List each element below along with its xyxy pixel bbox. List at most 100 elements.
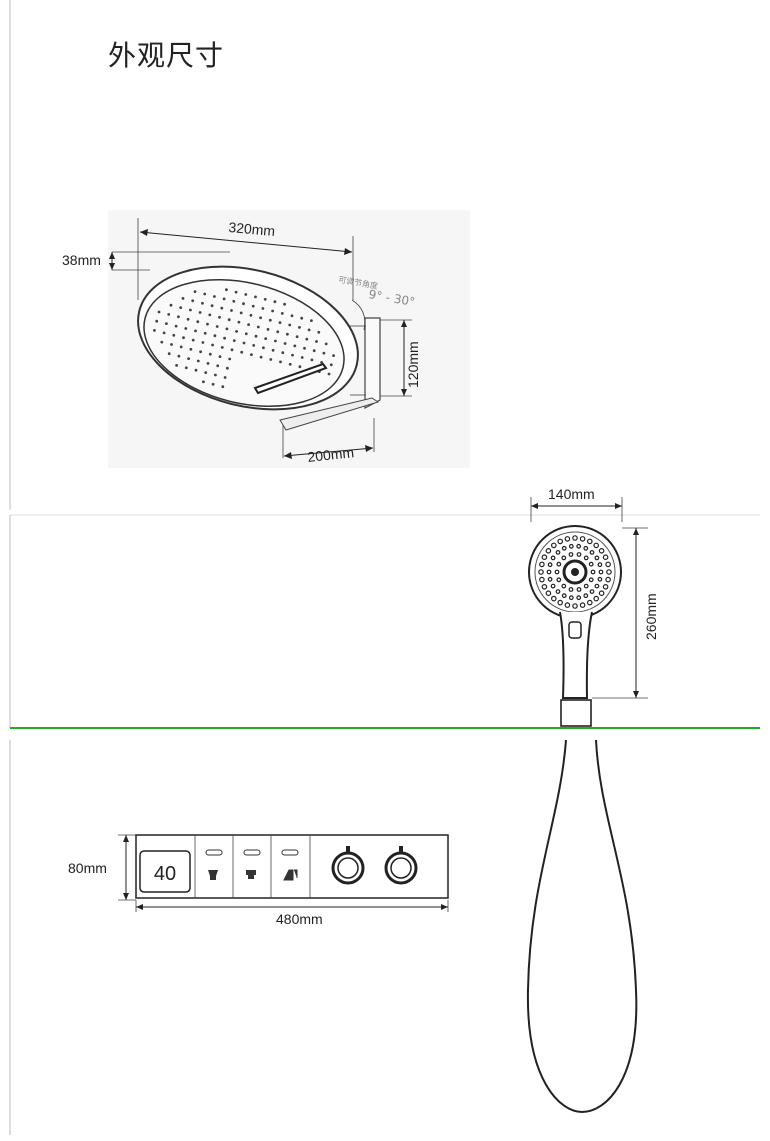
- nozzle-dot: [295, 335, 299, 339]
- button-indicator-1: [205, 849, 223, 856]
- nozzle-dot: [230, 309, 233, 312]
- shower-nozzles: [153, 288, 335, 389]
- hand-nozzle-dot: [594, 555, 600, 561]
- hand-nozzle-dot: [579, 602, 586, 608]
- nozzle-dot: [273, 300, 277, 304]
- nozzle-dot: [234, 290, 238, 294]
- nozzle-dot: [254, 334, 258, 338]
- nozzle-dot: [247, 323, 251, 326]
- nozzle-dot: [237, 320, 241, 324]
- hose-connector: [560, 699, 592, 727]
- nozzle-dot: [274, 339, 277, 343]
- temperature-display-value: 40: [154, 863, 176, 885]
- nozzle-dot: [271, 348, 275, 352]
- nozzle-dot: [160, 340, 164, 344]
- nozzle-dot: [251, 304, 255, 308]
- nozzle-dot: [187, 357, 191, 360]
- nozzle-dot: [268, 318, 272, 322]
- nozzle-dot: [227, 318, 231, 322]
- nozzle-dot: [215, 325, 219, 328]
- hand-nozzle-dot: [568, 595, 574, 601]
- nozzle-dot: [232, 299, 236, 303]
- nozzle-dot: [184, 366, 188, 370]
- nozzle-dot: [315, 340, 318, 343]
- hand-nozzle-dot: [588, 561, 594, 567]
- nozzle-dot: [293, 344, 297, 348]
- hand-nozzle-dot: [597, 576, 603, 582]
- nozzle-dot: [218, 315, 221, 319]
- hand-nozzle-dot: [590, 569, 596, 575]
- hand-nozzle-dot: [583, 555, 589, 561]
- nozzle-dot: [170, 343, 173, 346]
- nozzle-dot: [281, 351, 285, 355]
- hand-nozzle-dot: [547, 576, 553, 582]
- nozzle-dot: [279, 360, 282, 364]
- nozzle-dot: [262, 346, 265, 350]
- nozzle-dot: [263, 297, 267, 301]
- nozzle-dot: [232, 339, 236, 342]
- hand-shower-icon: [208, 870, 218, 880]
- nozzle-dot: [225, 327, 229, 331]
- nozzle-dot: [288, 362, 292, 366]
- nozzle-dot: [211, 343, 215, 347]
- nozzle-dot: [157, 310, 161, 314]
- nozzle-dot: [202, 380, 205, 384]
- hand-nozzle-dot: [593, 595, 600, 602]
- nozzle-dot: [259, 316, 262, 320]
- nozzle-dot: [175, 364, 179, 367]
- nozzle-dot: [194, 368, 198, 372]
- nozzle-dot: [189, 347, 193, 351]
- button-indicator-2: [243, 849, 261, 856]
- nozzle-dot: [288, 323, 292, 327]
- hand-nozzle-dot: [605, 576, 611, 583]
- nozzle-dot: [254, 295, 257, 299]
- base-plate: [279, 397, 380, 431]
- nozzle-dot: [259, 355, 263, 359]
- top-shower-drawing: 320mm 38mm 120mm 200mm 可调节角度 9° - 30°: [62, 210, 470, 468]
- hand-nozzle-dot: [568, 587, 574, 592]
- nozzle-dot: [226, 366, 229, 370]
- hand-length-label: 260mm: [643, 593, 659, 640]
- nozzle-dot: [286, 332, 289, 336]
- hand-nozzle-dot: [588, 577, 594, 583]
- hand-nozzle-dot: [576, 543, 582, 549]
- nozzle-dot: [194, 329, 197, 333]
- nozzle-dot: [196, 359, 200, 363]
- nozzle-dot: [322, 351, 326, 355]
- nozzle-dot: [278, 321, 282, 324]
- hand-nozzle-dot: [576, 552, 582, 557]
- hand-nozzle-dot: [561, 545, 567, 551]
- hand-nozzle-dot: [593, 542, 600, 549]
- panel-width-label: 480mm: [276, 911, 323, 927]
- nozzle-dot: [290, 314, 294, 318]
- nozzle-dot: [244, 293, 248, 296]
- page-title: 外观尺寸: [108, 39, 225, 72]
- nozzle-dot: [155, 319, 159, 323]
- hand-nozzle-dot: [583, 593, 589, 599]
- spout-icon: [283, 869, 298, 881]
- nozzle-dot: [300, 356, 304, 359]
- hand-nozzle-dot: [564, 602, 571, 608]
- nozzle-dot: [223, 376, 227, 379]
- nozzle-dot: [206, 322, 209, 326]
- nozzle-dot: [252, 344, 256, 347]
- hand-nozzle-dot: [539, 561, 545, 568]
- nozzle-dot: [332, 354, 335, 357]
- nozzle-dot: [169, 303, 173, 307]
- nozzle-dot: [291, 353, 294, 357]
- nozzle-dot: [250, 353, 253, 356]
- nozzle-dot: [223, 336, 227, 340]
- nozzle-dot: [218, 355, 222, 358]
- nozzle-dot: [189, 308, 192, 312]
- nozzle-dot: [191, 338, 195, 342]
- hand-nozzle-dot: [539, 576, 545, 583]
- hand-nozzle-dot: [583, 583, 589, 589]
- nozzle-dot: [167, 313, 171, 316]
- nozzle-dot: [305, 337, 309, 341]
- nozzle-dot: [222, 297, 226, 301]
- hand-shower-drawing: 140mm 260mm: [526, 486, 659, 1114]
- hand-nozzle-dot: [576, 595, 582, 601]
- nozzle-dot: [320, 361, 323, 364]
- nozzle-dot: [256, 325, 260, 329]
